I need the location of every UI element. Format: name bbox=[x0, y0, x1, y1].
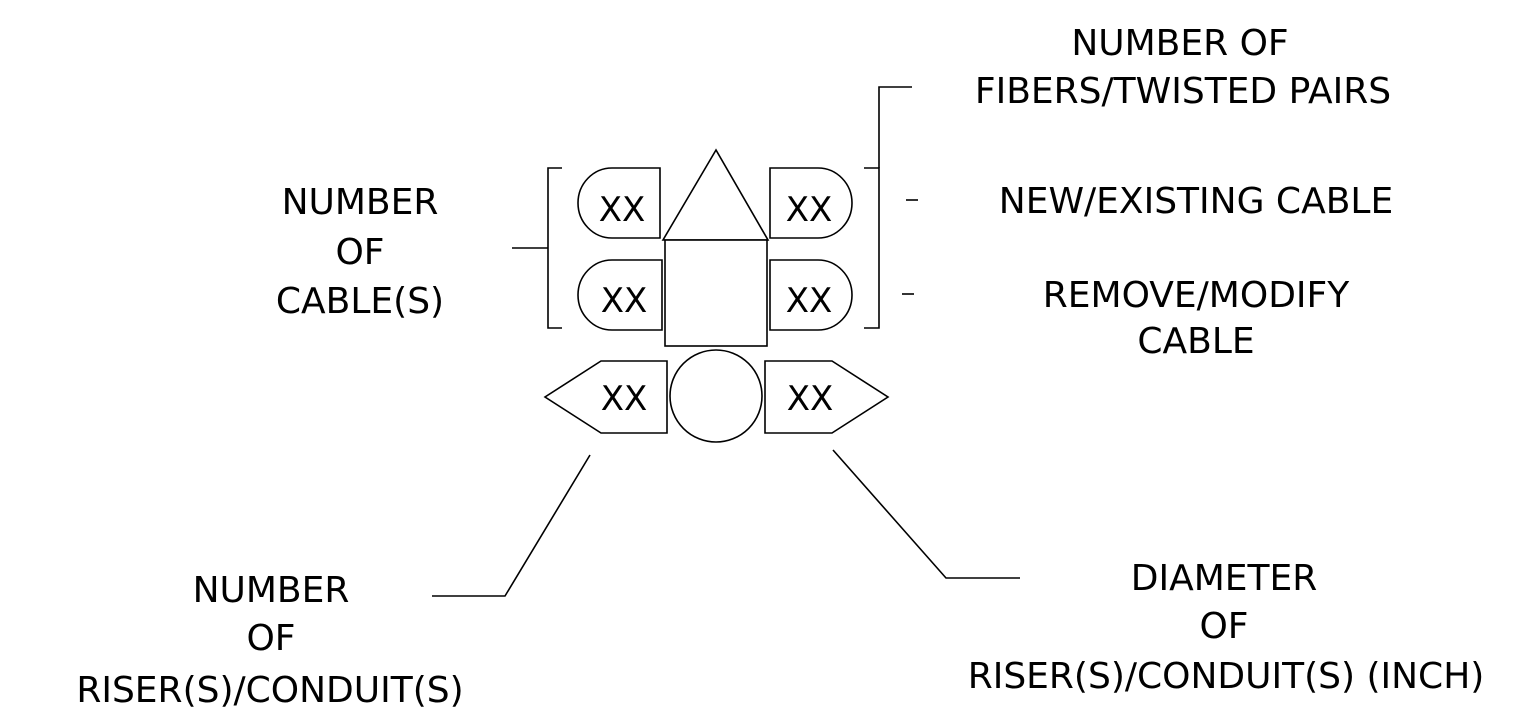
number-of-risers-label-line2: OF bbox=[246, 618, 295, 659]
middle-left-rounded-box bbox=[577, 259, 663, 331]
riser-count-leader bbox=[432, 454, 591, 597]
fibers-leader bbox=[878, 86, 912, 168]
bottom-left-placeholder: XX bbox=[601, 379, 648, 419]
top-left-rounded-box bbox=[577, 167, 661, 239]
remove-modify-label-line1: REMOVE/MODIFY bbox=[1043, 275, 1350, 316]
number-of-cables-label-line3: CABLE(S) bbox=[276, 281, 444, 322]
number-of-cables-label-line2: OF bbox=[335, 232, 384, 273]
diameter-label-line3: RISER(S)/CONDUIT(S) (INCH) bbox=[968, 656, 1485, 697]
cable-count-bracket bbox=[547, 167, 562, 329]
new-existing-triangle bbox=[661, 148, 770, 241]
diameter-label-line1: DIAMETER bbox=[1131, 558, 1318, 599]
number-of-risers-label-line3: RISER(S)/CONDUIT(S) bbox=[76, 670, 463, 711]
riser-circle bbox=[669, 349, 763, 443]
middle-left-placeholder: XX bbox=[601, 281, 648, 321]
middle-right-rounded-box bbox=[769, 259, 853, 331]
diameter-label-line2: OF bbox=[1199, 606, 1248, 647]
number-of-fibers-label-line1: NUMBER OF bbox=[1071, 23, 1288, 64]
top-right-rounded-box bbox=[769, 167, 853, 239]
number-of-cables-label-line1: NUMBER bbox=[282, 182, 439, 223]
bottom-right-placeholder: XX bbox=[787, 379, 834, 419]
riser-diameter-leader bbox=[832, 449, 1020, 579]
top-right-placeholder: XX bbox=[786, 190, 833, 230]
remove-modify-label-line2: CABLE bbox=[1137, 321, 1254, 362]
top-left-placeholder: XX bbox=[599, 190, 646, 230]
riser-diameter-pointed-box bbox=[764, 360, 890, 434]
number-of-fibers-label-line2: FIBERS/TWISTED PAIRS bbox=[975, 71, 1391, 112]
riser-count-pointed-box bbox=[543, 360, 668, 434]
cable-info-bracket bbox=[864, 167, 880, 329]
remove-modify-square bbox=[664, 239, 768, 347]
new-existing-cable-label: NEW/EXISTING CABLE bbox=[999, 181, 1393, 222]
middle-right-placeholder: XX bbox=[786, 281, 833, 321]
number-of-risers-label-line1: NUMBER bbox=[193, 570, 350, 611]
